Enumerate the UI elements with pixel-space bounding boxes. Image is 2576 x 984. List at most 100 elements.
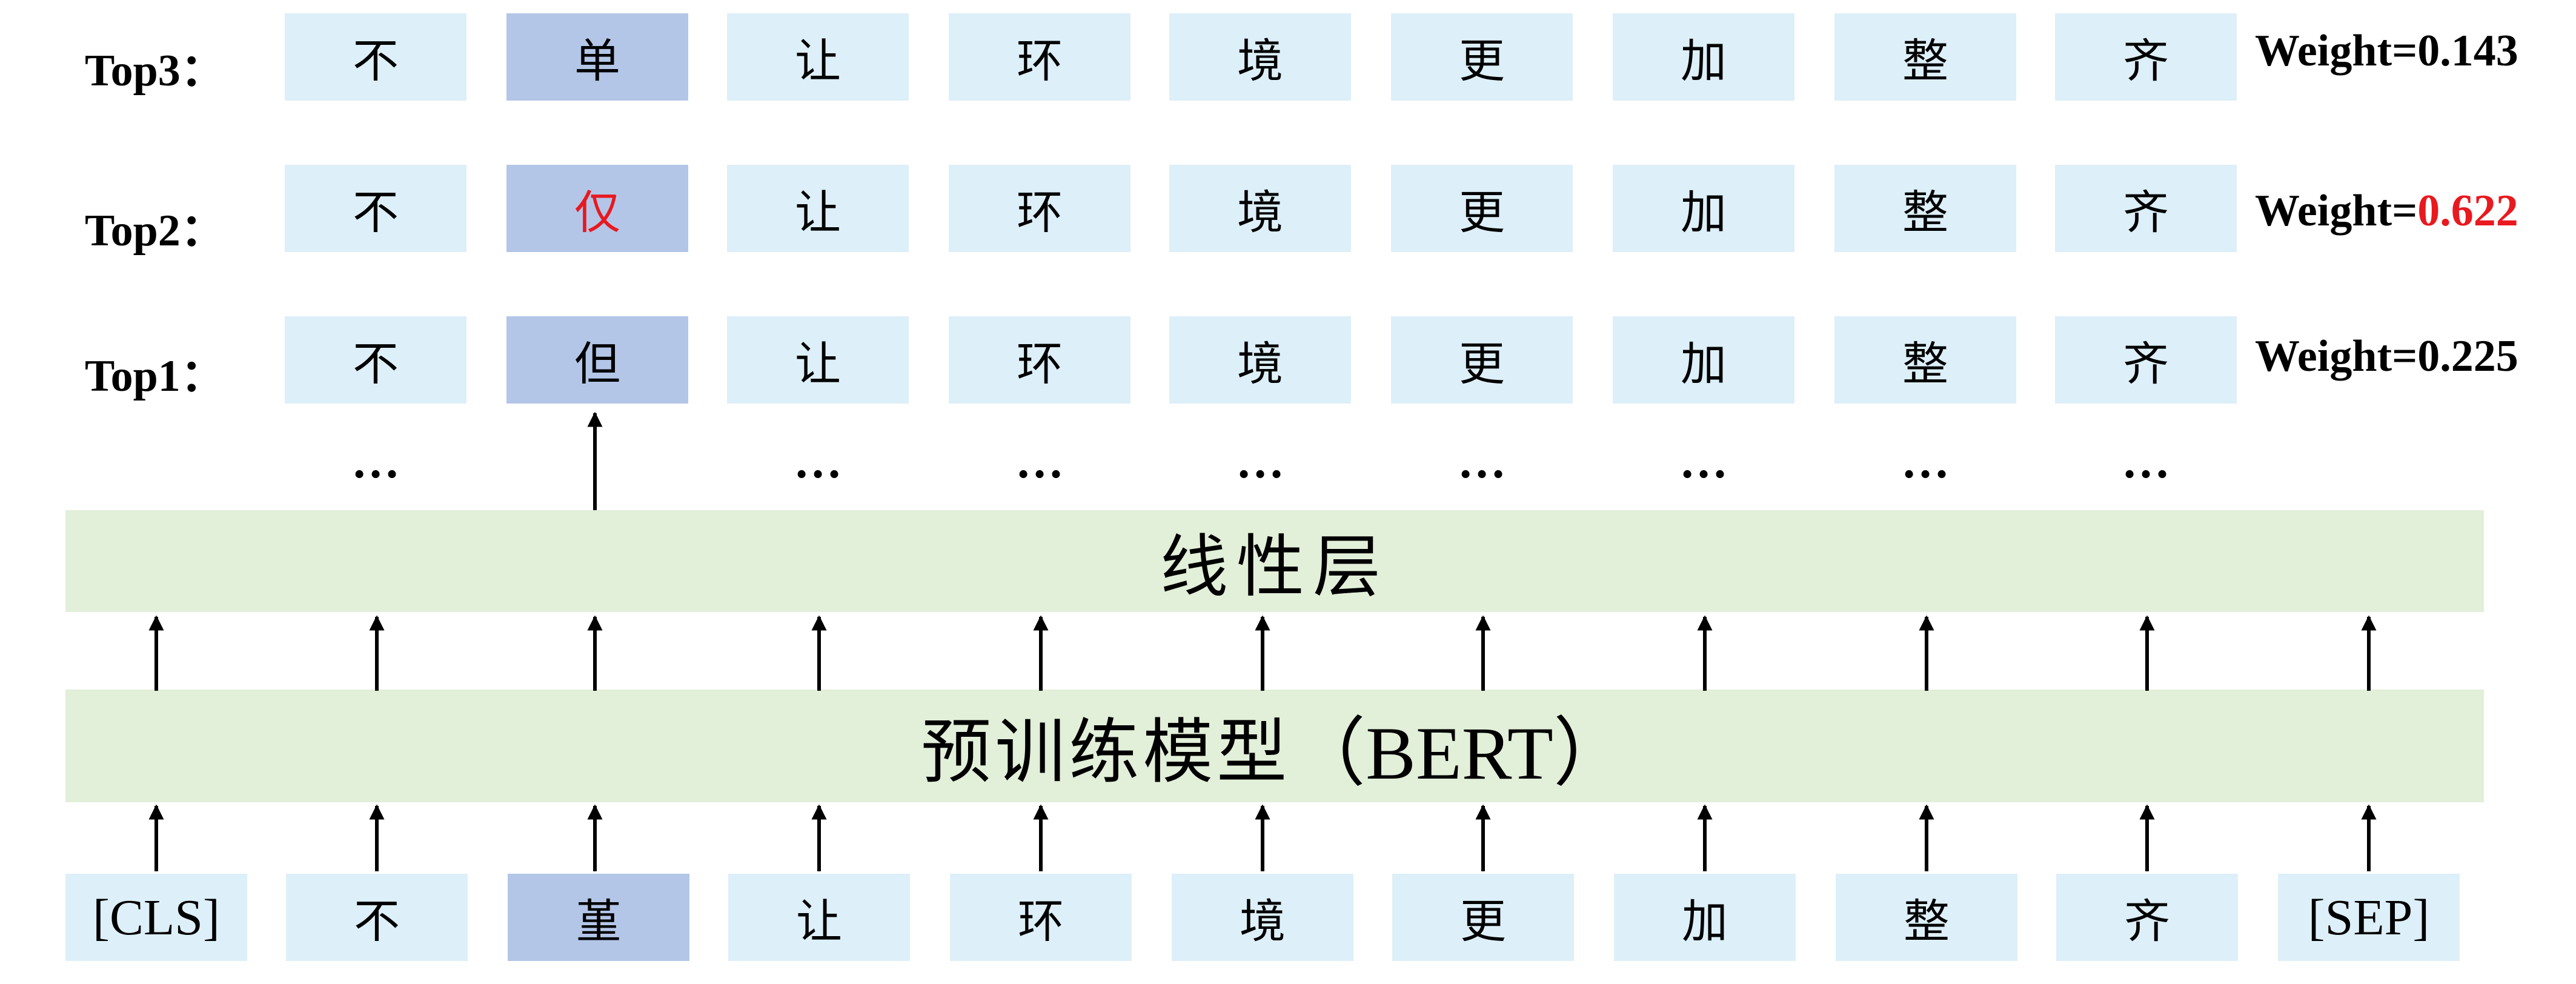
row-label-top1: Top1： [85,351,225,401]
input-token-10: [SEP] [2278,874,2460,961]
candidate-token-top2-6-text: 加 [1681,185,1727,239]
candidate-token-top2-8-text: 齐 [2123,185,2169,239]
candidate-token-top3-0: 不 [285,13,466,101]
input-token-7-text: 加 [1682,894,1728,948]
candidate-token-top1-3-text: 环 [1017,337,1063,391]
candidate-token-top2-6: 加 [1613,165,1794,252]
candidate-token-top3-3: 环 [949,13,1130,101]
input-token-8: 整 [1836,874,2017,961]
input-token-4: 环 [950,874,1132,961]
candidate-token-top2-8: 齐 [2055,165,2237,252]
bert-layer-label-zh: 预训练模型 [921,711,1291,793]
candidate-token-top1-1: 但 [506,316,688,404]
weight-prefix: Weight= [2255,186,2418,236]
ellipsis-3: … [1015,435,1064,488]
candidate-token-top1-4-text: 境 [1237,337,1283,391]
input-token-9-text: 齐 [2124,894,2170,948]
input-token-8-text: 整 [1904,894,1950,948]
input-token-0: [CLS] [65,874,247,961]
candidate-token-top2-5: 更 [1391,165,1573,252]
candidate-token-top3-5-text: 更 [1459,34,1505,88]
ellipsis-4: … [1236,435,1284,488]
candidate-token-top3-3-text: 环 [1017,34,1063,88]
candidate-token-top3-5: 更 [1391,13,1573,101]
weight-label-top3: Weight=0.143 [2255,25,2518,77]
ellipsis-6: … [1679,435,1728,488]
input-token-3-text: 让 [796,894,842,948]
candidate-token-top1-3: 环 [949,316,1130,404]
candidate-token-top1-8: 齐 [2055,316,2237,404]
input-token-3: 让 [728,874,910,961]
candidate-token-top2-3-text: 环 [1017,185,1063,239]
input-token-1-text: 不 [354,894,400,948]
candidate-token-top3-6: 加 [1613,13,1794,101]
candidate-token-top3-1: 单 [506,13,688,101]
weight-prefix: Weight= [2255,331,2418,381]
ellipsis-5: … [1458,435,1506,488]
candidate-token-top3-8: 齐 [2055,13,2237,101]
weight-label-top1: Weight=0.225 [2255,331,2518,382]
candidate-token-top1-0-text: 不 [353,337,399,391]
candidate-token-top2-0: 不 [285,165,466,252]
input-token-10-text: [SEP] [2308,889,2430,946]
candidate-token-top2-1: 仅 [506,165,688,252]
candidate-token-top3-6-text: 加 [1681,34,1727,88]
candidate-token-top2-4-text: 境 [1237,185,1283,239]
candidate-token-top3-0-text: 不 [353,34,399,88]
linear-layer-band: 线性层 [65,510,2484,612]
candidate-token-top1-2: 让 [727,316,909,404]
candidate-token-top1-7-text: 整 [1902,337,1948,391]
candidate-token-top3-7-text: 整 [1902,34,1948,88]
input-token-5-text: 境 [1240,894,1286,948]
candidate-token-top3-7: 整 [1834,13,2016,101]
ellipsis-0: … [351,435,400,488]
weight-value: 0.225 [2417,331,2518,381]
candidate-token-top2-3: 环 [949,165,1130,252]
candidate-token-top1-1-text: 但 [574,337,620,391]
candidate-token-top2-4: 境 [1169,165,1351,252]
input-token-6-text: 更 [1460,894,1506,948]
row-label-top3: Top3： [85,46,225,96]
candidate-token-top1-5-text: 更 [1459,337,1505,391]
row-label-top2: Top2： [85,206,225,256]
candidate-token-top3-2: 让 [727,13,909,101]
candidate-token-top1-4: 境 [1169,316,1351,404]
input-token-6: 更 [1392,874,1574,961]
candidate-token-top1-2-text: 让 [795,337,841,391]
weight-value: 0.143 [2417,26,2518,76]
candidate-token-top2-1-text: 仅 [574,185,620,239]
linear-layer-label: 线性层 [1160,528,1389,607]
candidate-token-top3-4: 境 [1169,13,1351,101]
weight-label-top2: Weight=0.622 [2255,185,2518,237]
input-token-4-text: 环 [1018,894,1064,948]
ellipsis-2: … [794,435,842,488]
candidate-token-top1-7: 整 [1834,316,2016,404]
candidate-token-top1-8-text: 齐 [2123,337,2169,391]
bert-layer-label-en: （BERT） [1290,712,1628,795]
candidate-token-top1-6: 加 [1613,316,1794,404]
candidate-token-top1-6-text: 加 [1681,337,1727,391]
candidate-token-top3-2-text: 让 [795,34,841,88]
ellipsis-8: … [2122,435,2170,488]
input-token-0-text: [CLS] [93,889,220,946]
input-token-1: 不 [286,874,468,961]
input-token-7: 加 [1614,874,1796,961]
input-token-9: 齐 [2056,874,2238,961]
candidate-token-top2-7-text: 整 [1902,185,1948,239]
candidate-token-top3-1-text: 单 [574,34,620,88]
bert-layer-band: 预训练模型（BERT） [65,690,2484,802]
candidate-token-top3-4-text: 境 [1237,34,1283,88]
input-token-2: 堇 [508,874,689,961]
candidate-token-top2-2-text: 让 [795,185,841,239]
candidate-token-top1-0: 不 [285,316,466,404]
candidate-token-top3-8-text: 齐 [2123,34,2169,88]
weight-value-highlighted: 0.622 [2417,186,2518,236]
ellipsis-7: … [1901,435,1950,488]
input-token-2-text: 堇 [576,894,622,948]
input-token-5: 境 [1172,874,1353,961]
candidate-token-top2-5-text: 更 [1459,185,1505,239]
